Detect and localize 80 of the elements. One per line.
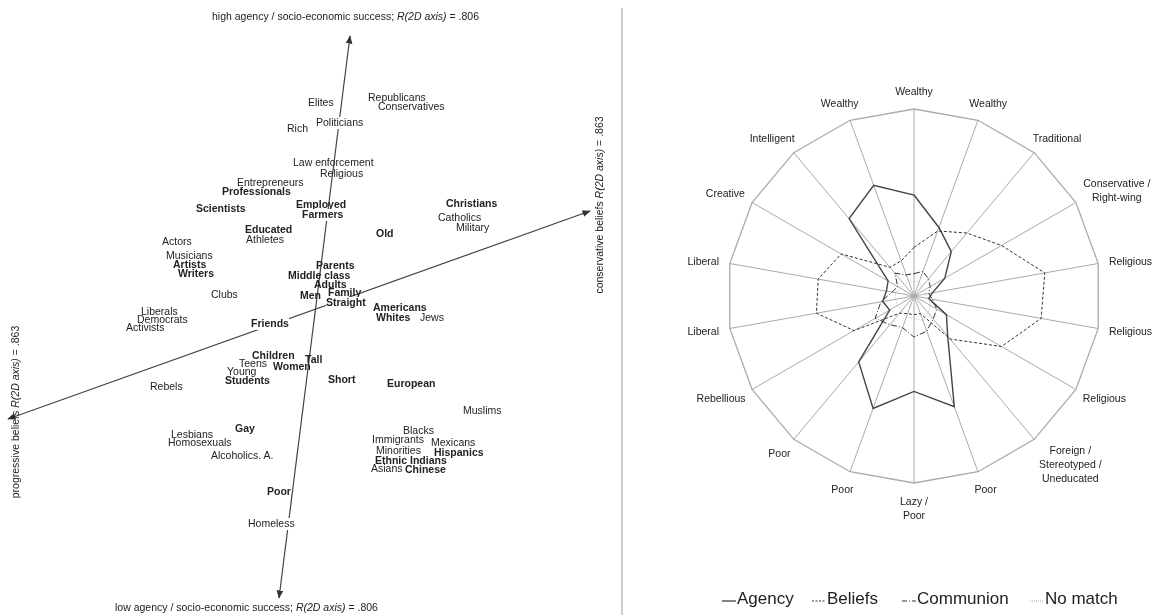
group-label: Athletes: [246, 234, 284, 246]
group-label: Homosexuals: [168, 437, 232, 449]
axis-title: conservative beliefs R(2D axis) = .863: [594, 116, 606, 294]
group-label: Short: [328, 374, 356, 386]
group-label: Asians: [371, 463, 403, 475]
group-label: Catholics: [438, 212, 482, 223]
axis-label: Wealthy: [969, 95, 1008, 111]
group-label: Writers: [178, 268, 214, 280]
axis-title: low agency / socio-economic success; R(2D axis) = .806: [115, 602, 378, 614]
group-label: Mexicans: [431, 437, 476, 448]
group-label: Activists: [126, 322, 165, 334]
axis-label: Poor: [974, 481, 997, 496]
group-label: Christians: [446, 198, 498, 210]
group-label: Entrepreneurs: [237, 177, 304, 188]
group-label: Elites: [308, 97, 334, 109]
group-label: Young: [227, 366, 257, 377]
group-label: Religious: [320, 168, 364, 180]
group-label: Ethnic: [375, 455, 408, 466]
axis-label: Poor: [768, 446, 791, 461]
group-label: Farmers: [302, 209, 344, 221]
group-label: Alcoholics. A.: [211, 450, 274, 462]
group-label: Friends: [251, 318, 289, 330]
axis-label: Foreign / Stereotyped / Uneducated: [1038, 442, 1103, 486]
group-label: Family: [328, 287, 362, 298]
group-label: Conservatives: [378, 101, 445, 113]
axis-label: Liberal: [687, 253, 719, 268]
group-label: Straight: [326, 297, 366, 309]
axis-label: Traditional: [1032, 131, 1082, 146]
group-label: Muslims: [463, 405, 502, 417]
group-label: Rich: [287, 123, 308, 135]
group-label: Educated: [245, 224, 293, 235]
axis-label: Conservative / Right-wing: [1082, 175, 1152, 204]
group-label: Jews: [420, 312, 444, 324]
axis-title: high agency / socio-economic success; R(2D axis) = .806: [212, 11, 479, 23]
group-label: Artists: [173, 259, 207, 270]
group-label: Americans: [373, 302, 427, 313]
axis-label: Rebellious: [696, 391, 746, 406]
axis-label: Religious: [1082, 391, 1126, 406]
axis-label: Liberal: [687, 324, 719, 339]
group-label: Blacks: [403, 425, 434, 436]
legend-label: No match: [1045, 589, 1118, 609]
axis-label: Wealthy: [820, 95, 859, 111]
axis-label: Poor: [831, 481, 854, 496]
group-label: Scientists: [196, 203, 246, 215]
group-label: Middle class: [288, 270, 351, 281]
group-label: Military: [456, 222, 490, 234]
group-label: European: [387, 378, 436, 390]
group-label: Law enforcement: [293, 157, 374, 169]
group-label: Students: [225, 375, 270, 387]
legend-label: Agency: [737, 589, 794, 609]
group-label: Musicians: [166, 250, 213, 261]
group-label: Homeless: [248, 518, 295, 530]
axis-label: Religious: [1108, 324, 1153, 339]
axis-label: Religious: [1108, 253, 1153, 268]
group-label: Poor: [267, 486, 291, 498]
group-label: Teens: [239, 358, 268, 369]
group-label: Politicians: [316, 117, 364, 129]
group-label: Employed: [296, 199, 347, 211]
group-label: Chinese: [405, 464, 446, 476]
axis-label: Wealthy: [895, 83, 933, 98]
group-label: Indians: [410, 455, 447, 466]
group-label: Immigrants: [372, 434, 424, 446]
group-label: Old: [376, 228, 394, 240]
group-label: Actors: [162, 236, 192, 248]
group-label: Clubs: [211, 289, 238, 301]
group-label: Minorities: [376, 445, 421, 456]
group-label: Republicans: [368, 92, 426, 103]
group-label: Whites: [376, 312, 411, 324]
group-label: Professionals: [222, 186, 291, 198]
group-label: Hispanics: [434, 447, 484, 458]
legend-label: Beliefs: [827, 589, 879, 609]
axis-label: Lazy / Poor: [899, 494, 929, 523]
axis-label: Intelligent: [749, 131, 795, 146]
group-label: Rebels: [150, 381, 183, 393]
group-label: Men: [300, 290, 321, 302]
legend-label: Communion: [917, 589, 1009, 609]
group-label: Children: [252, 350, 295, 361]
group-label: Gay: [235, 423, 255, 435]
group-label: Parents: [316, 260, 355, 271]
axis-label: Creative: [705, 186, 745, 201]
